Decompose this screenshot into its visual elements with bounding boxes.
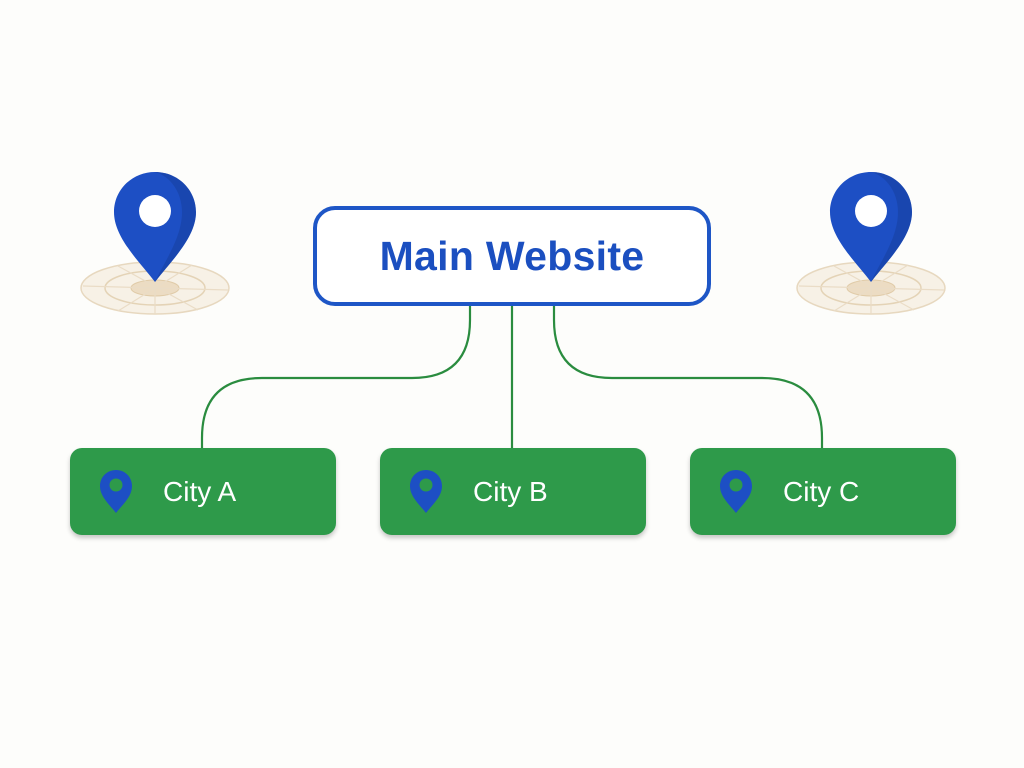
city-a-node: City A [70, 448, 336, 535]
city-c-node: City C [690, 448, 956, 535]
city-a-label: City A [163, 476, 237, 507]
location-pin-icon [410, 470, 442, 513]
map-pin-icon [80, 172, 230, 315]
city-b-label: City B [473, 476, 548, 507]
main-website-label: Main Website [379, 232, 645, 279]
main-website-node: Main Website [313, 206, 711, 306]
connector-city-c [552, 306, 824, 448]
city-b-node: City B [380, 448, 646, 535]
connector-city-a [200, 306, 472, 448]
map-pin-icon [796, 172, 946, 315]
city-c-label: City C [783, 476, 860, 507]
location-pin-icon [100, 470, 132, 513]
location-pin-icon [720, 470, 752, 513]
